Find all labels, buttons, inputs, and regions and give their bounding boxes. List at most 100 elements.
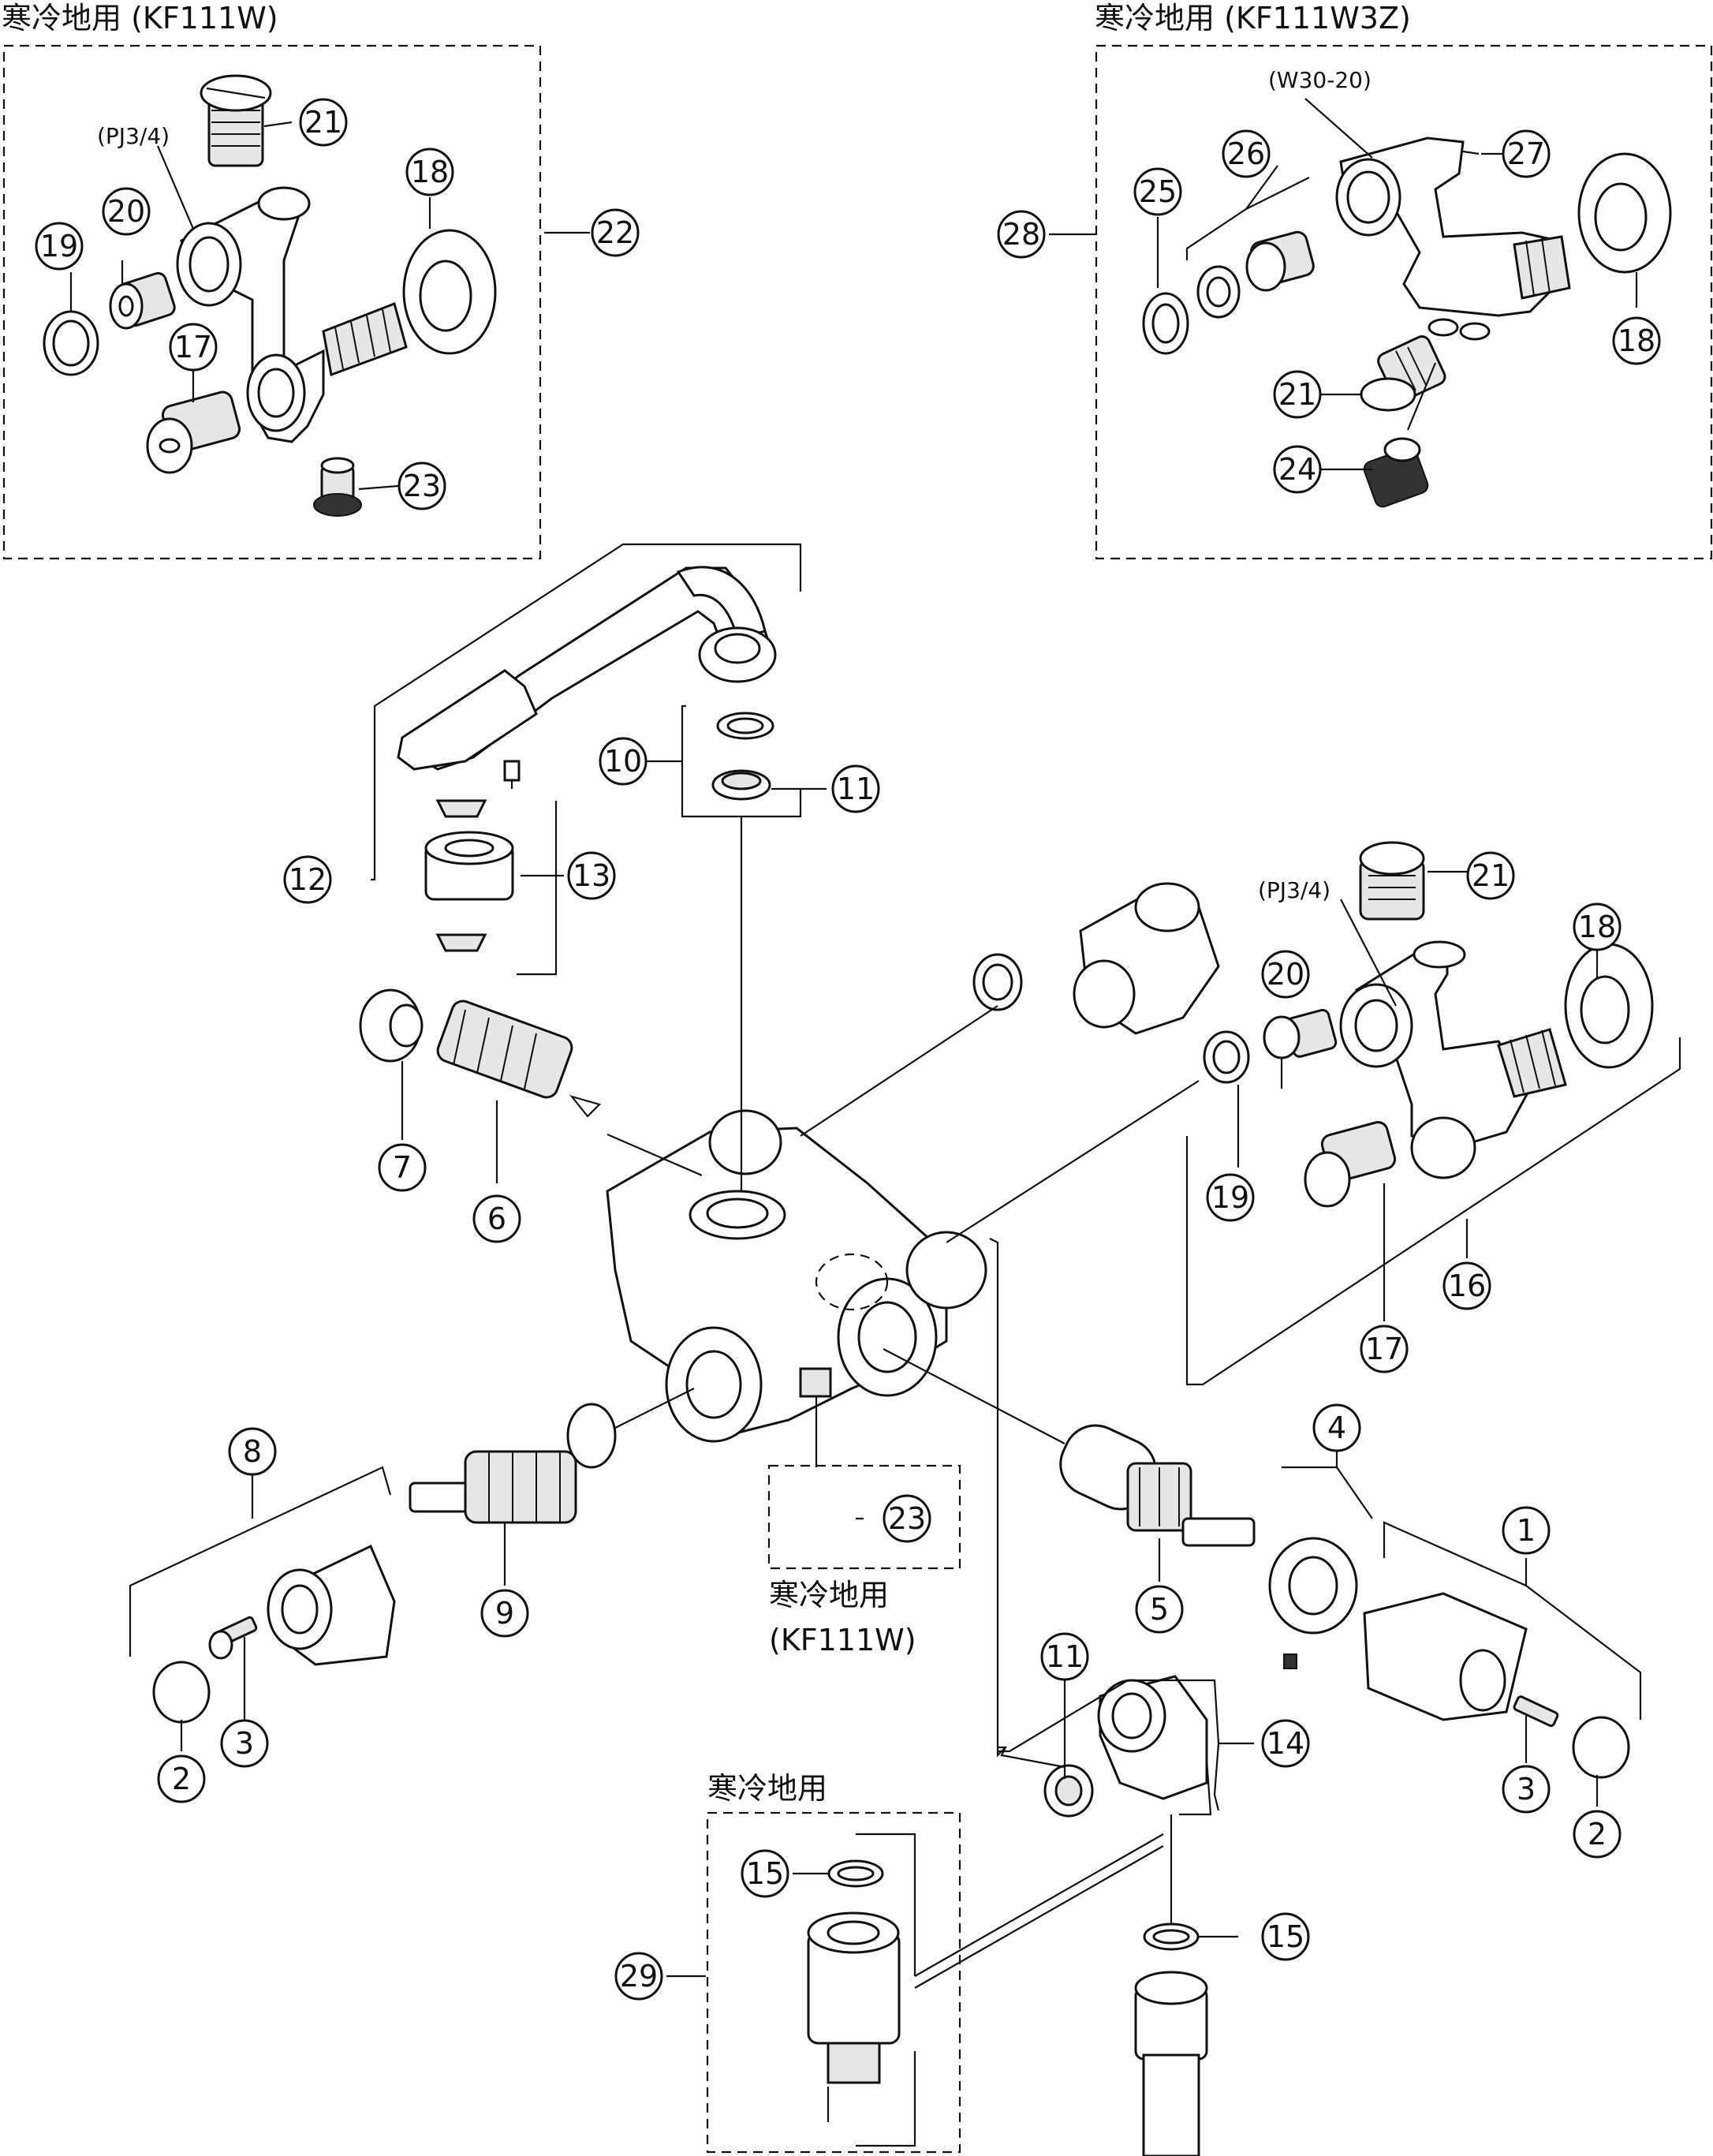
callout-label: 21: [304, 105, 342, 140]
callout-27: 27: [1502, 129, 1551, 178]
callout-label: 6: [487, 1201, 506, 1236]
cold-region-adapter-box: [706, 1811, 961, 2154]
drain-valve-cartridge-21: [200, 74, 272, 167]
adapter-29: [807, 1859, 901, 2084]
callout-label: 12: [289, 862, 327, 897]
leader-lines: [69, 98, 1681, 2147]
callout-label: 23: [888, 1501, 926, 1536]
union-right-group: [1339, 940, 1567, 1179]
mixer-body: [606, 1109, 987, 1443]
callout-label: 2: [172, 1762, 191, 1796]
aerator-parts-13: [424, 799, 514, 952]
callout-10: 10: [599, 737, 648, 786]
packing-15-right: [1143, 1922, 1200, 1951]
callout-24: 24: [1273, 445, 1322, 494]
callout-label: 20: [107, 194, 145, 229]
callout-1: 1: [1502, 1506, 1551, 1555]
callout-label: 13: [573, 858, 610, 893]
valve-9: [409, 1403, 617, 1524]
callout-23-left: 23: [397, 461, 446, 510]
callout-label: 15: [746, 1856, 784, 1891]
drain-plug-box: [767, 1464, 961, 1570]
callout-29: 29: [614, 1952, 663, 2001]
supply-hose: [1134, 1971, 1208, 2156]
callout-22: 22: [591, 208, 640, 257]
kf111w-kit-box: [2, 44, 542, 560]
callout-label: 17: [1365, 1332, 1403, 1366]
callout-label: 19: [1211, 1180, 1249, 1215]
callout-18-right: 18: [1573, 902, 1622, 951]
elbow-14: [1097, 1675, 1208, 1800]
title-center: 寒冷地用: [769, 1578, 889, 1612]
callout-2-right: 2: [1573, 1810, 1622, 1859]
callout-7: 7: [378, 1143, 427, 1192]
screw-3-left: [208, 1616, 258, 1660]
callout-11-bottom: 11: [1040, 1632, 1089, 1681]
callout-3-left: 3: [220, 1719, 269, 1768]
callout-13: 13: [567, 851, 616, 900]
callout-label: 9: [495, 1596, 514, 1631]
callout-15-right: 15: [1261, 1912, 1310, 1961]
union-body-kit-left: [176, 186, 408, 443]
callout-label: 21: [1472, 858, 1510, 893]
callout-label: 15: [1267, 1919, 1304, 1954]
callout-21-right: 21: [1466, 851, 1515, 900]
packing-25: [1142, 292, 1189, 355]
callout-label: 2: [1588, 1817, 1607, 1851]
callout-20-left: 20: [102, 187, 151, 236]
title-center-model: (KF111W): [769, 1623, 916, 1657]
upper-union-left-of-kit: [972, 882, 1220, 1035]
callout-8: 8: [228, 1427, 277, 1476]
strainer-17-right: [1304, 1121, 1397, 1208]
callout-18-kit-right: 18: [1612, 316, 1661, 365]
callout-label: 11: [837, 772, 875, 806]
packing-19-left: [43, 310, 99, 376]
callout-26: 26: [1222, 129, 1271, 178]
title-bottom: 寒冷地用: [707, 1771, 827, 1806]
callout-label: 5: [1150, 1592, 1169, 1627]
callout-label: 4: [1327, 1411, 1346, 1445]
callout-4: 4: [1312, 1403, 1361, 1452]
escutcheon-18-right-kit: [1577, 152, 1672, 274]
cartridge-6-and-ring-7: [359, 988, 602, 1118]
spout-assembly: [397, 566, 777, 789]
callout-20-right: 20: [1261, 950, 1310, 999]
handle-8: [267, 1544, 396, 1666]
callout-3-right: 3: [1502, 1765, 1551, 1814]
o-ring-11-bottom: [1043, 1764, 1094, 1818]
kit-left-parts: [43, 74, 497, 517]
annot-w30: (W30-20): [1268, 67, 1372, 93]
callout-11-top: 11: [831, 764, 880, 813]
callout-23-center: 23: [883, 1494, 931, 1543]
callout-label: 1: [1517, 1513, 1536, 1548]
callout-17-right: 17: [1360, 1325, 1409, 1373]
callout-9: 9: [480, 1589, 529, 1638]
drain-valve-21-right: [1359, 841, 1425, 921]
o-rings-10-11: [711, 712, 774, 801]
cap-2-left: [152, 1661, 211, 1724]
callout-label: 19: [40, 229, 78, 263]
check-valve-20-right: [1263, 1008, 1338, 1059]
ring-4: [1268, 1537, 1358, 1669]
valve-5: [1059, 1424, 1256, 1547]
callout-label: 14: [1267, 1726, 1304, 1761]
callout-label: 10: [604, 744, 642, 779]
callout-21-kit-right: 21: [1273, 370, 1322, 419]
packing-19-right: [1203, 1030, 1250, 1084]
callout-label: 3: [235, 1726, 254, 1761]
callout-label: 18: [411, 155, 449, 189]
callout-15-left: 15: [741, 1849, 789, 1898]
drain-plug-24: [1363, 437, 1429, 508]
callout-label: 23: [403, 469, 441, 503]
kit-right-parts: [1142, 136, 1672, 508]
callout-label: 7: [393, 1150, 412, 1185]
callout-21-kit-left: 21: [299, 98, 348, 147]
drain-plug-23-left: [313, 457, 362, 517]
callout-19-right: 19: [1206, 1173, 1255, 1222]
callout-6: 6: [472, 1194, 521, 1243]
callout-label: 18: [1578, 910, 1616, 944]
title-top-right: 寒冷地用 (KF111W3Z): [1095, 1, 1411, 35]
callout-label: 11: [1046, 1639, 1084, 1674]
callout-12: 12: [283, 855, 332, 904]
